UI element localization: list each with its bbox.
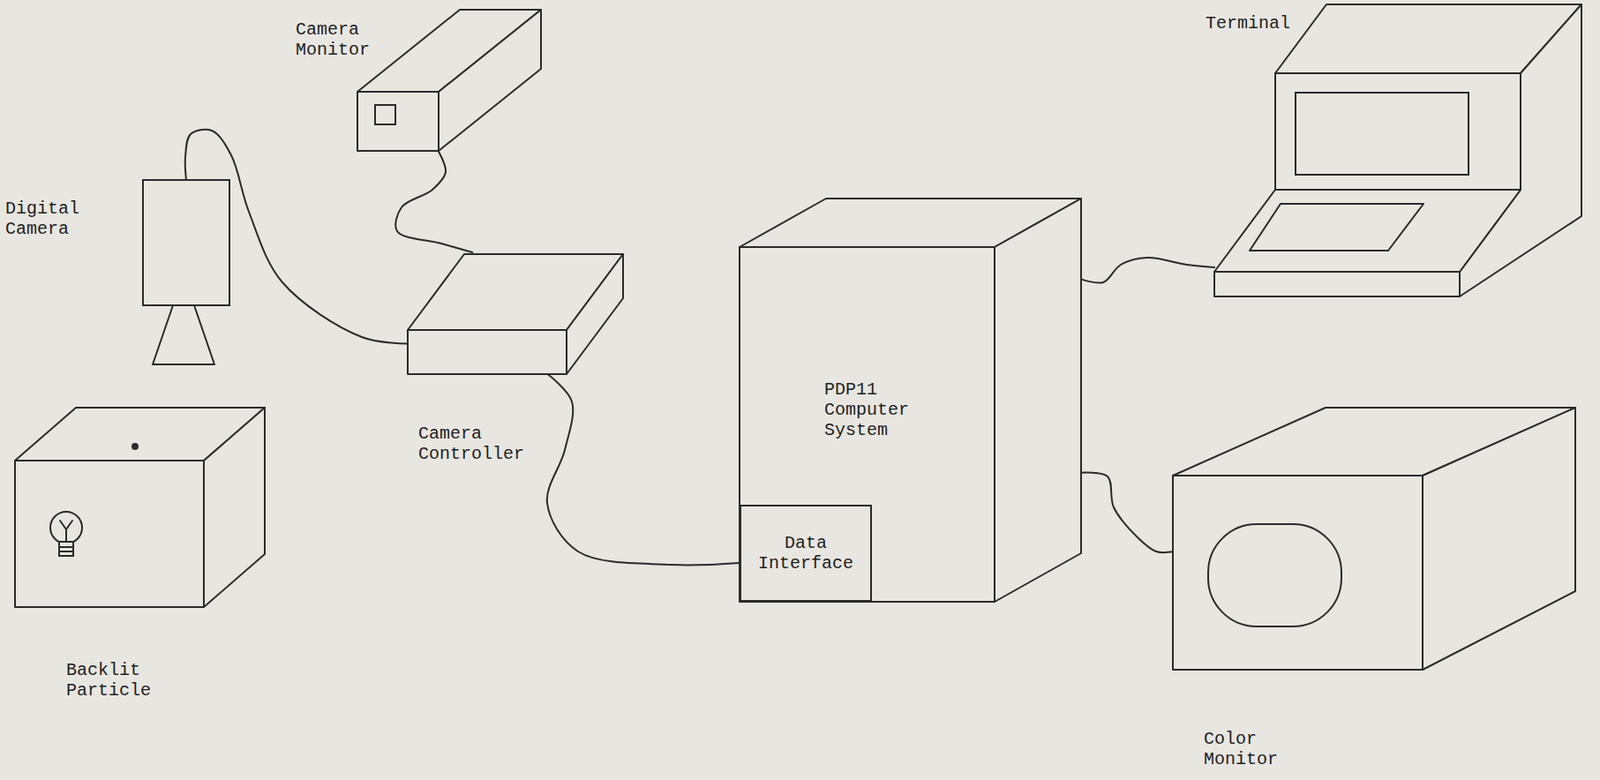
cable <box>1081 257 1215 284</box>
device-label: Color Monitor <box>1203 728 1278 770</box>
camera-monitor-drawing <box>357 9 541 151</box>
screen-window <box>375 105 396 125</box>
color-monitor-drawing <box>1172 407 1576 670</box>
bulb-glass <box>50 511 83 544</box>
bulb-thread <box>59 547 74 552</box>
side-face <box>994 198 1082 602</box>
side-face <box>203 407 265 608</box>
light-box: Backlit Particle <box>15 407 265 608</box>
device-label: Data Interface <box>758 533 854 574</box>
cable <box>547 374 740 565</box>
bulb-filament <box>60 520 73 542</box>
front-face <box>1172 475 1423 670</box>
front-face <box>15 460 204 608</box>
camera-monitor: Camera Monitor <box>357 9 541 151</box>
device-label: Camera Controller <box>418 423 525 465</box>
bulb-base <box>59 541 74 556</box>
side-face <box>1422 407 1576 670</box>
screen <box>1295 92 1469 175</box>
camera-controller: Camera Controller <box>407 252 624 375</box>
terminal: Terminal <box>1214 4 1582 297</box>
computer-cabinet: PDP11 Computer SystemData Interface <box>739 198 1082 602</box>
digital-camera-drawing <box>142 180 230 365</box>
screen <box>1208 524 1342 627</box>
data-interface-panel: Data Interface <box>739 504 872 602</box>
keyboard <box>1249 203 1424 251</box>
screen-housing <box>1275 73 1521 190</box>
light-box-drawing <box>15 407 265 608</box>
device-label: Backlit Particle <box>66 660 151 701</box>
front-face <box>357 91 439 151</box>
cable <box>1081 473 1173 553</box>
base-front <box>1214 271 1460 297</box>
color-monitor: Color Monitor <box>1172 407 1576 670</box>
side-face <box>566 254 624 375</box>
digital-camera: Digital Camera <box>142 180 230 365</box>
device-label: Camera Monitor <box>295 19 370 61</box>
device-label: PDP11 Computer System <box>824 379 909 441</box>
device-label: Terminal <box>1205 13 1291 34</box>
terminal-drawing <box>1214 4 1582 297</box>
keyboard-slab <box>1214 189 1521 272</box>
front-face <box>407 330 567 375</box>
camera-controller-drawing <box>407 252 624 375</box>
side-face <box>438 9 541 151</box>
camera-lens <box>152 305 215 365</box>
particle-dot <box>131 443 139 451</box>
front-face <box>739 247 995 602</box>
camera-body <box>142 180 230 306</box>
cable <box>395 150 473 253</box>
device-label: Digital Camera <box>5 198 80 240</box>
